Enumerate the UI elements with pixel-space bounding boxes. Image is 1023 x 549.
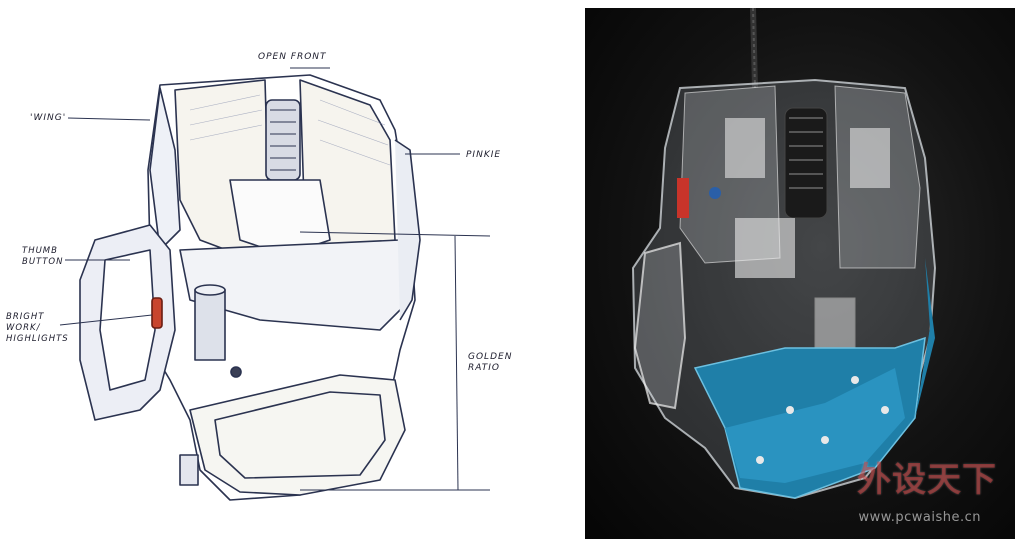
label-wing: 'WING' — [30, 113, 67, 123]
label-pinkie: PINKIE — [466, 150, 502, 160]
label-golden-ratio-line1: GOLDEN — [468, 352, 513, 362]
mouse-render-panel: 外设天下 www.pcwaishe.cn — [585, 8, 1015, 539]
label-thumb-button: THUMB BUTTON — [22, 246, 64, 268]
label-bright-work-line3: HIGHLIGHTS — [6, 334, 69, 344]
mouse-render-image — [631, 8, 937, 500]
label-open-front: OPEN FRONT — [258, 52, 327, 62]
label-thumb-button-line1: THUMB — [22, 246, 58, 256]
watermark-chinese: 外设天下 — [857, 460, 997, 500]
concept-sketch-panel: OPEN FRONT 'WING' PINKIE THUMB BUTTON BR… — [6, 52, 512, 501]
label-thumb-button-line2: BUTTON — [22, 257, 64, 267]
label-bright-work-line1: BRIGHT — [6, 312, 45, 322]
label-golden-ratio: GOLDEN RATIO — [468, 352, 512, 374]
label-bright-work: BRIGHT WORK/ HIGHLIGHTS — [6, 312, 69, 345]
mouse-sketch-drawing — [59, 67, 491, 501]
label-bright-work-line2: WORK/ — [6, 323, 41, 333]
label-golden-ratio-line2: RATIO — [468, 363, 500, 373]
watermark-url: www.pcwaishe.cn — [858, 510, 981, 525]
